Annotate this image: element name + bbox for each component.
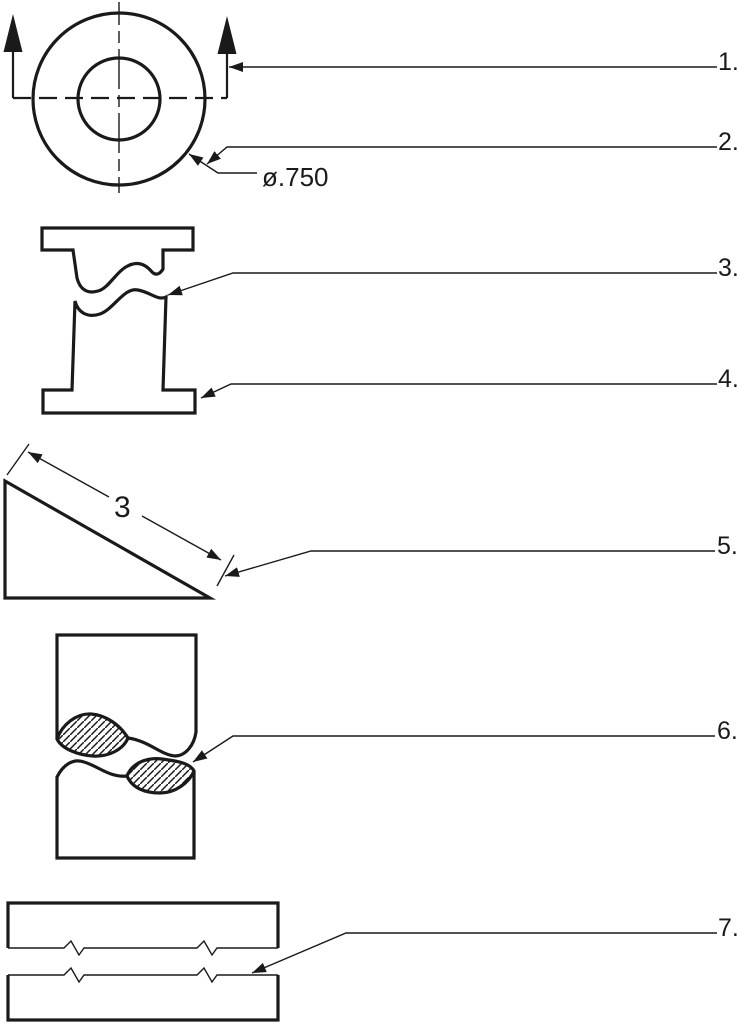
callout-4-label: 4. (718, 365, 737, 393)
leader-line-4 (200, 383, 717, 399)
callout-6-label: 6. (717, 717, 737, 745)
dimension-line-upper-segment (27, 451, 110, 498)
top-break-hatched-lens (55, 712, 130, 758)
section-view-figure: 1. 2. ø.750 (3, 2, 737, 193)
leader-line-7 (251, 932, 717, 974)
upper-bar-outline (6, 901, 280, 948)
leader-line-6 (192, 735, 715, 763)
beam-top-piece-outline (40, 226, 195, 294)
section-arrow-left-icon (3, 14, 23, 52)
lower-bar-long-break-line (8, 966, 278, 984)
extension-line-top (6, 443, 30, 476)
dimension-line-lower-segment (141, 515, 222, 561)
cylindrical-break-figure: 6. (55, 633, 737, 860)
length-dimension-label: 3 (114, 491, 131, 524)
section-arrow-right-icon (217, 16, 237, 54)
callout-7-label: 7. (718, 914, 737, 942)
cylinder-top-piece-outline (55, 633, 198, 758)
triangle-dimension-figure: 3 5. (3, 443, 737, 600)
beam-bottom-piece-outline (41, 288, 197, 415)
cylinder-bottom-piece-outline (55, 759, 196, 860)
upper-bar-long-break-line (8, 939, 278, 957)
long-break-figure: 7. (6, 901, 737, 1022)
structural-break-figure: 3. 4. (40, 226, 737, 415)
leader-line-5 (224, 550, 715, 577)
diameter-leader-line (188, 153, 257, 174)
diameter-dimension-label: ø.750 (262, 162, 329, 192)
lower-bar-outline (6, 975, 280, 1022)
leader-line-2 (206, 146, 717, 165)
callout-5-label: 5. (717, 532, 737, 560)
callout-3-label: 3. (718, 254, 737, 282)
callout-2-label: 2. (718, 128, 737, 156)
bottom-break-hatched-lens (125, 757, 196, 795)
leader-line-3 (167, 272, 717, 296)
triangle-outline (3, 478, 217, 600)
callout-1-label: 1. (718, 48, 737, 76)
